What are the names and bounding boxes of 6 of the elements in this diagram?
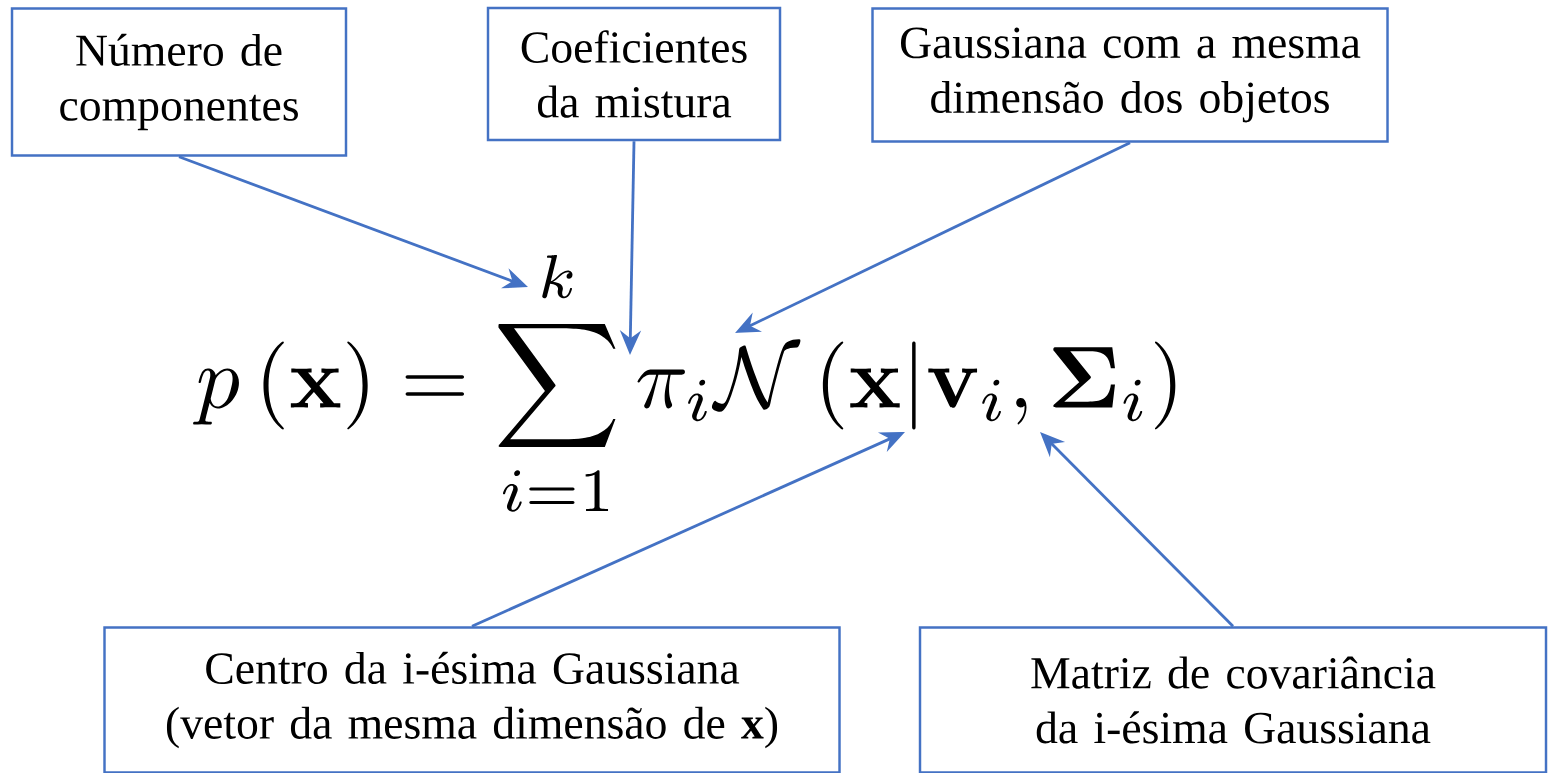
text-box: Número de componentes [10, 7, 348, 157]
text-box: Centro da i-ésima Gaussiana (vetor da mesma dimensão de x) [103, 626, 841, 773]
formula: $p\left(\mathbf{x}\right)=\sum_{i=1}^{k}\pi_i\mathcal{N}\left(\mathbf{x}\middle|\mathbf{v}_i,\boldsymbol{\Sigma}_i\right)$ [193, 254, 1176, 512]
text-box: Gaussiana com a mesma dimensão dos objetos [871, 7, 1389, 143]
text-box: Matriz de covariância da i-ésima Gaussiana [918, 626, 1548, 773]
text-box: Coeficientes da mistura [486, 6, 782, 142]
